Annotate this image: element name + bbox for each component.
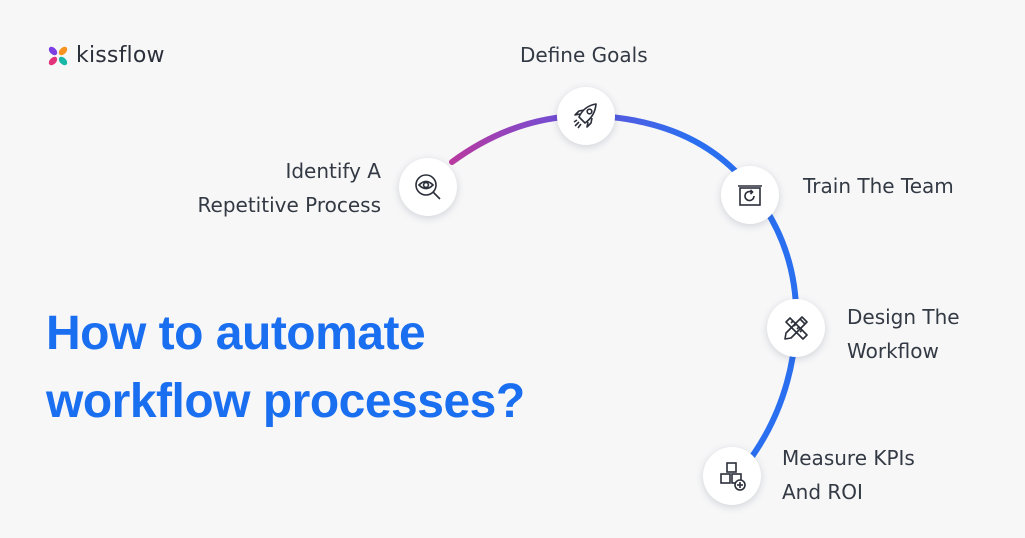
- blocks-plus-icon: [720, 462, 746, 491]
- step-node-train-team: [721, 166, 779, 224]
- step-node-design-workflow: [767, 299, 825, 357]
- step-label-line: And ROI: [782, 480, 863, 504]
- step-label-line: Measure KPIs: [782, 446, 915, 470]
- eye-search-icon: [415, 174, 441, 200]
- rocket-icon: [573, 103, 597, 129]
- step-node-measure-kpis: [703, 447, 761, 505]
- step-label-line: Define Goals: [520, 43, 648, 67]
- step-label-design-workflow: Design The Workflow: [847, 300, 960, 368]
- step-label-line: Design The: [847, 305, 960, 329]
- step-label-line: Train The Team: [803, 174, 954, 198]
- step-node-identify: [399, 158, 457, 216]
- pencil-ruler-icon: [784, 316, 808, 340]
- brand-logo: kissflow: [46, 43, 165, 68]
- headline-line-1: How to automate: [46, 307, 426, 360]
- brand-name: kissflow: [76, 43, 165, 68]
- board-refresh-icon: [738, 185, 762, 206]
- headline-line-2: workflow processes?: [46, 375, 525, 428]
- step-label-measure-kpis: Measure KPIs And ROI: [782, 441, 915, 509]
- step-label-line: Repetitive Process: [197, 193, 381, 217]
- headline: How to automate workflow processes?: [46, 300, 606, 436]
- step-label-identify: Identify A Repetitive Process: [198, 154, 381, 222]
- kissflow-logo-icon: [48, 46, 68, 65]
- step-label-line: Identify A: [285, 159, 381, 183]
- step-label-define-goals: Define Goals: [520, 38, 648, 72]
- step-label-train-team: Train The Team: [803, 169, 954, 203]
- step-node-define-goals: [557, 87, 615, 145]
- step-label-line: Workflow: [847, 339, 939, 363]
